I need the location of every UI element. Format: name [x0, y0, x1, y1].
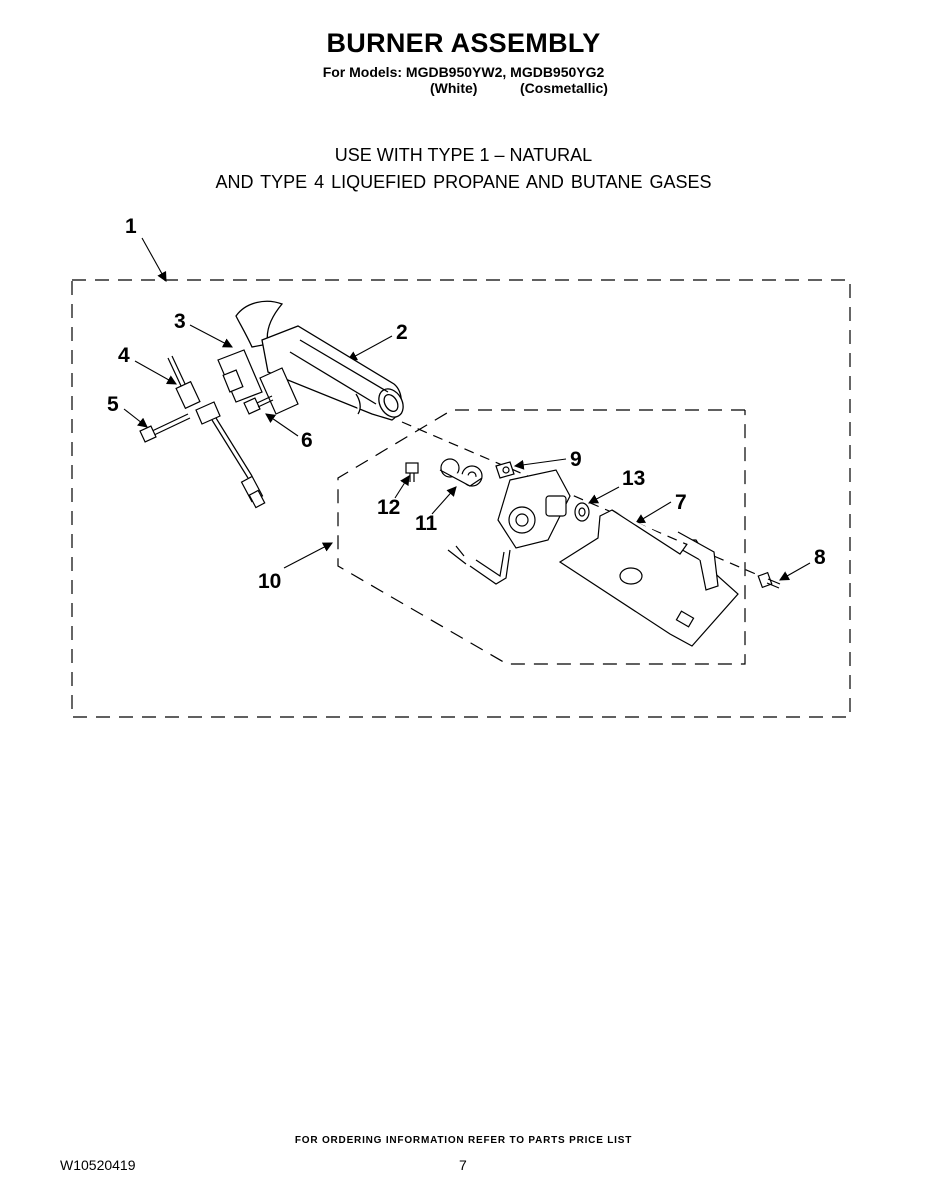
- screw-12-part: [405, 462, 419, 482]
- color-cosmetallic-label: (Cosmetallic): [520, 80, 608, 96]
- callout-10: 10: [258, 570, 281, 593]
- valve-bracket-part: [558, 509, 739, 647]
- callout-8: 8: [814, 546, 826, 569]
- callout-13: 13: [622, 467, 645, 490]
- fitting-13-part: [574, 502, 590, 522]
- callout-1: 1: [125, 215, 137, 238]
- leader-6: [265, 413, 299, 437]
- screw-6-part: [243, 395, 274, 415]
- leader-10: [283, 542, 333, 569]
- callout-7: 7: [675, 491, 687, 514]
- callout-12: 12: [377, 496, 400, 519]
- leader-5: [123, 408, 148, 428]
- leader-8: [779, 562, 811, 581]
- callout-3: 3: [174, 310, 186, 333]
- callout-11: 11: [415, 512, 438, 535]
- igniter-part: [167, 355, 266, 509]
- ordering-info-note: FOR ORDERING INFORMATION REFER TO PARTS …: [294, 1135, 633, 1146]
- valve-subassembly-outline: [337, 409, 746, 665]
- gas-valve-part: [447, 469, 571, 585]
- document-number: W10520419: [60, 1157, 136, 1173]
- leader-13: [588, 486, 620, 504]
- burner-tube-part: [235, 300, 404, 421]
- screw-5-part: [139, 413, 191, 443]
- burner-bracket-part: [217, 349, 299, 415]
- gas-type-line-2: AND TYPE 4 LIQUEFIED PROPANE AND BUTANE …: [215, 172, 712, 192]
- orifice-9-part: [495, 461, 515, 479]
- page-title: BURNER ASSEMBLY: [326, 28, 601, 58]
- leader-12: [394, 475, 410, 499]
- leader-1: [141, 237, 167, 282]
- callout-4: 4: [118, 344, 130, 367]
- assembly-outline-box: [71, 279, 851, 718]
- leader-9: [513, 458, 567, 470]
- coil-part: [439, 458, 483, 487]
- color-white-label: (White): [430, 80, 478, 96]
- page-number: 7: [459, 1157, 467, 1173]
- callout-5: 5: [107, 393, 119, 416]
- callout-9: 9: [570, 448, 582, 471]
- leader-7: [635, 501, 672, 524]
- leader-11: [431, 486, 457, 515]
- callout-6: 6: [301, 429, 313, 452]
- gas-type-line-1: USE WITH TYPE 1 – NATURAL: [334, 145, 593, 165]
- callout-2: 2: [396, 321, 408, 344]
- leader-4: [134, 360, 177, 385]
- leader-2: [347, 335, 393, 361]
- leader-3: [189, 324, 233, 348]
- models-line: For Models: MGDB950YW2, MGDB950YG2: [322, 64, 605, 80]
- screw-8-part: [757, 571, 781, 589]
